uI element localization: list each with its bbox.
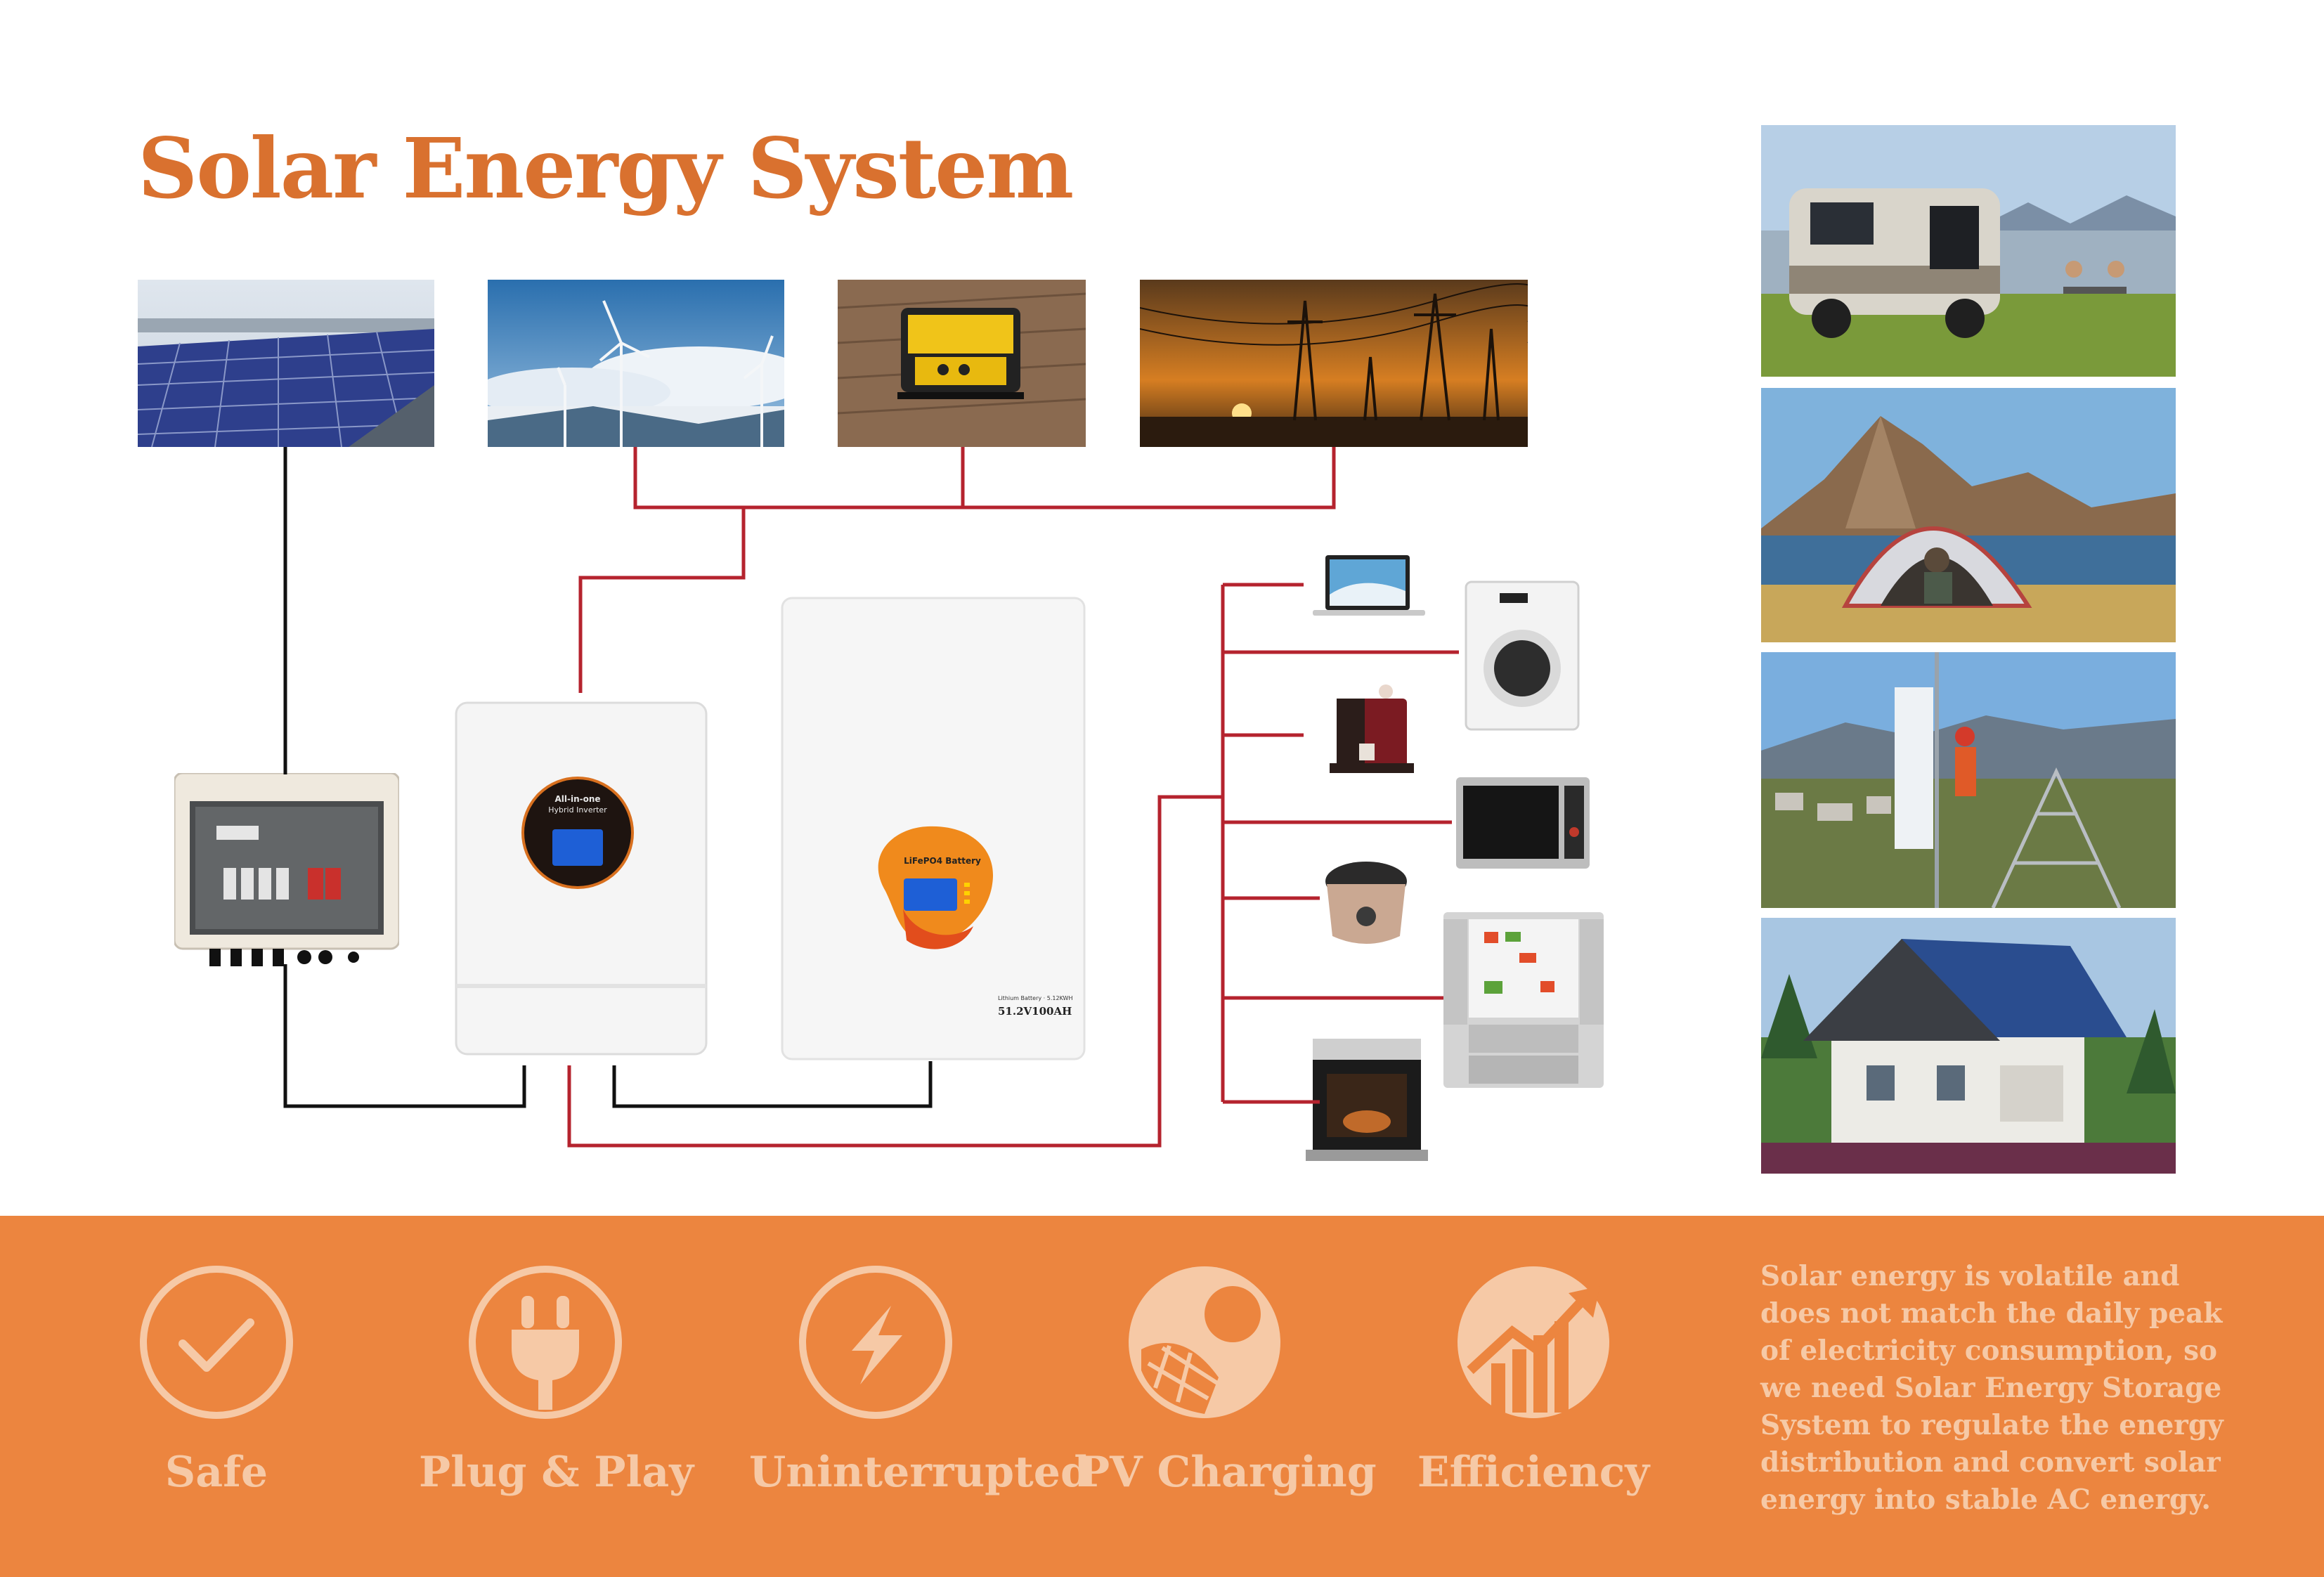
battery-badge: LiFePO4 Battery [904, 856, 981, 866]
generator-photo [838, 280, 1086, 447]
camping-tent-photo [1761, 388, 2176, 642]
telecom-tower-photo [1761, 652, 2176, 908]
feature-uninterrupted: Uninterrupted [749, 1265, 1090, 1497]
check-circle-icon [139, 1265, 294, 1420]
solar-panel-icon [1127, 1265, 1282, 1420]
feature-label: Safe [164, 1448, 268, 1497]
feature-safe: Safe [90, 1265, 343, 1497]
camper-van-photo [1761, 125, 2176, 377]
refrigerator-icon [1442, 911, 1605, 1089]
oven-icon [1306, 1037, 1428, 1164]
page-title: Solar Energy System [138, 119, 1074, 217]
microwave-icon [1455, 776, 1591, 870]
rice-cooker-icon [1320, 853, 1413, 952]
combiner-box [173, 772, 401, 973]
feature-label: Uninterrupted [749, 1448, 1090, 1497]
feature-label: Efficiency [1417, 1448, 1650, 1497]
feature-efficiency: Efficiency [1407, 1265, 1660, 1497]
inverter-brand-line1: All-in-one [554, 794, 601, 804]
laptop-icon [1313, 552, 1425, 620]
feature-label: PV Charging [1078, 1448, 1377, 1497]
inverter-brand-line2: Hybrid Inverter [548, 805, 607, 815]
washing-machine-icon [1465, 580, 1580, 731]
coffee-machine-icon [1323, 684, 1421, 784]
feature-label: Plug & Play [419, 1448, 694, 1497]
wind-turbines-photo [488, 280, 784, 447]
lightning-icon [798, 1265, 953, 1420]
system-description: Solar energy is volatile and does not ma… [1760, 1260, 2224, 1516]
hybrid-inverter: All-in-one Hybrid Inverter [453, 689, 710, 1068]
growth-chart-icon [1456, 1265, 1611, 1420]
feature-plug-play: Plug & Play [419, 1265, 694, 1497]
power-lines-sunset-photo [1140, 280, 1528, 447]
solar-panels-photo [138, 280, 434, 447]
battery-model: 51.2V100AH [998, 1005, 1072, 1018]
solar-house-photo [1761, 918, 2176, 1174]
lifepo4-battery: LiFePO4 Battery Lithium Battery · 5.12KW… [780, 596, 1086, 1061]
plug-icon [468, 1265, 623, 1420]
battery-small-label: Lithium Battery · 5.12KWH [998, 995, 1073, 1001]
feature-pv-charging: PV Charging [1078, 1265, 1377, 1497]
